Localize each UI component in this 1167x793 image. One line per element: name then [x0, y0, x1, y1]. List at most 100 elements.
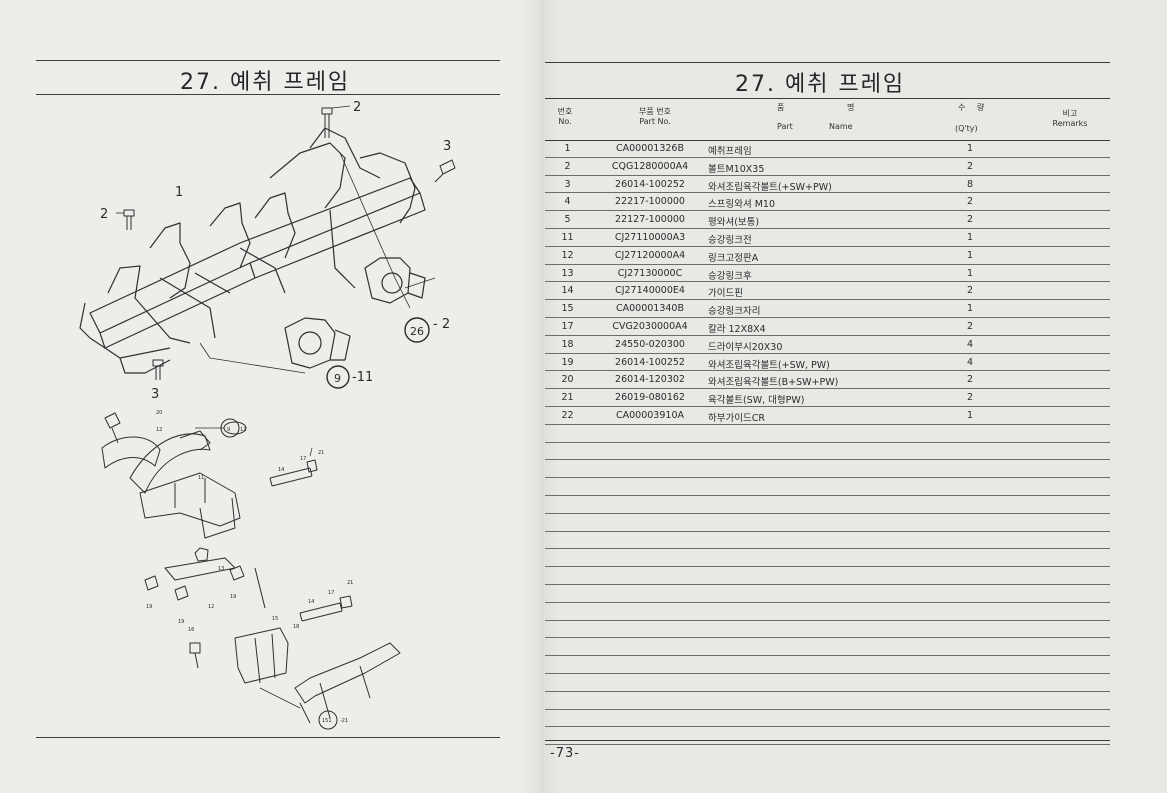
callout-label: 3 [151, 387, 159, 402]
empty-table-row [545, 603, 1110, 621]
left-page-title: 27. 예취 프레임 [180, 70, 351, 95]
header-name-en-2: Name [829, 122, 853, 131]
callout-circle-26 [404, 317, 430, 343]
callout-label: 151 [322, 718, 332, 724]
callout-label: 20 [156, 410, 162, 416]
header-remarks-en: Remarks [1052, 119, 1088, 128]
empty-table-row [545, 710, 1110, 728]
empty-table-row [545, 674, 1110, 692]
callout-label: 17 [328, 590, 334, 596]
empty-table-row [545, 585, 1110, 603]
right-title-rule-top [545, 62, 1110, 63]
callout-label: 2 [353, 100, 361, 115]
book-gutter [520, 0, 560, 793]
left-title-rule-top [36, 60, 500, 61]
header-qty-en: (Q'ty) [955, 124, 978, 133]
header-part-no-en: Part No. [639, 117, 671, 126]
callout-label: 19 [146, 604, 152, 610]
empty-table-row [545, 425, 1110, 443]
callout-label: - 2 [433, 317, 450, 332]
left-page [0, 0, 540, 793]
callout-circle-9 [326, 365, 350, 389]
callout-circle-9-small [220, 418, 240, 438]
empty-table-row [545, 514, 1110, 532]
callout-label: 12 [156, 427, 162, 433]
header-name-ko-1: 품 [777, 103, 785, 112]
empty-table-row [545, 460, 1110, 479]
callout-label: 18 [293, 624, 299, 630]
callout-label: 15 [272, 616, 278, 622]
callout-label: 2 [100, 207, 108, 222]
empty-table-row [545, 692, 1110, 710]
callout-label: 26 [410, 325, 424, 338]
empty-table-row [545, 443, 1110, 461]
header-name-ko-2: 명 [847, 103, 855, 112]
table-header-rule [545, 140, 1110, 141]
callout-label: 19 [230, 594, 236, 600]
right-page [540, 0, 1167, 793]
parts-table-header: 번호 No. 부품 번호 Part No. 품 명 Part Name 수 량 … [545, 102, 1110, 140]
callout-label: 14 [308, 599, 314, 605]
callout-label: 17 [300, 456, 306, 462]
lift-link-drawing [101, 412, 401, 724]
empty-table-row [545, 496, 1110, 514]
header-no-ko: 번호 [557, 107, 573, 116]
left-title-rule-bottom [36, 94, 500, 95]
callout-label: 12 [240, 427, 246, 433]
left-footer-rule [36, 737, 500, 738]
callout-label: 9 [227, 427, 230, 433]
right-footer-rule [545, 740, 1110, 741]
callout-label: 16 [188, 627, 194, 633]
callout-label: 13 [218, 566, 224, 572]
empty-table-row [545, 727, 1110, 746]
callout-label: -21 [340, 718, 348, 724]
header-qty-ko-1: 수 [958, 103, 966, 112]
callout-label: 14 [278, 467, 284, 473]
right-title-rule-bottom [545, 98, 1110, 99]
callout-label: 12 [208, 604, 214, 610]
callout-label: 3 [443, 139, 451, 154]
header-qty-ko-2: 량 [977, 103, 985, 112]
header-name-en-1: Part [777, 122, 793, 131]
callout-label: 21 [347, 580, 353, 586]
header-no-en: No. [558, 117, 572, 126]
empty-table-row [545, 567, 1110, 585]
right-page-title: 27. 예취 프레임 [735, 72, 906, 97]
callout-label: 19 [178, 619, 184, 625]
bolt-drawings [116, 105, 456, 380]
header-remarks-ko: 비고 [1062, 109, 1078, 118]
empty-table-row [545, 532, 1110, 550]
empty-table-row [545, 638, 1110, 657]
empty-table-row [545, 549, 1110, 568]
parts-exploded-diagram: 2 3 1 2 26 - 2 9 -11 3 20 12 9 12 21 17 … [79, 100, 456, 730]
header-part-no-ko: 부품 번호 [639, 107, 671, 116]
callout-label: -11 [352, 370, 373, 385]
callout-label: 11 [198, 475, 204, 481]
empty-table-row [545, 621, 1110, 639]
callout-circle-151 [318, 710, 338, 730]
callout-label: 9 [334, 372, 341, 385]
callout-label: 21 [318, 450, 324, 456]
page-number: -73- [550, 746, 580, 761]
empty-table-row [545, 478, 1110, 496]
empty-table-row [545, 656, 1110, 674]
main-frame-drawing [79, 127, 436, 374]
callout-label: 1 [175, 185, 183, 200]
